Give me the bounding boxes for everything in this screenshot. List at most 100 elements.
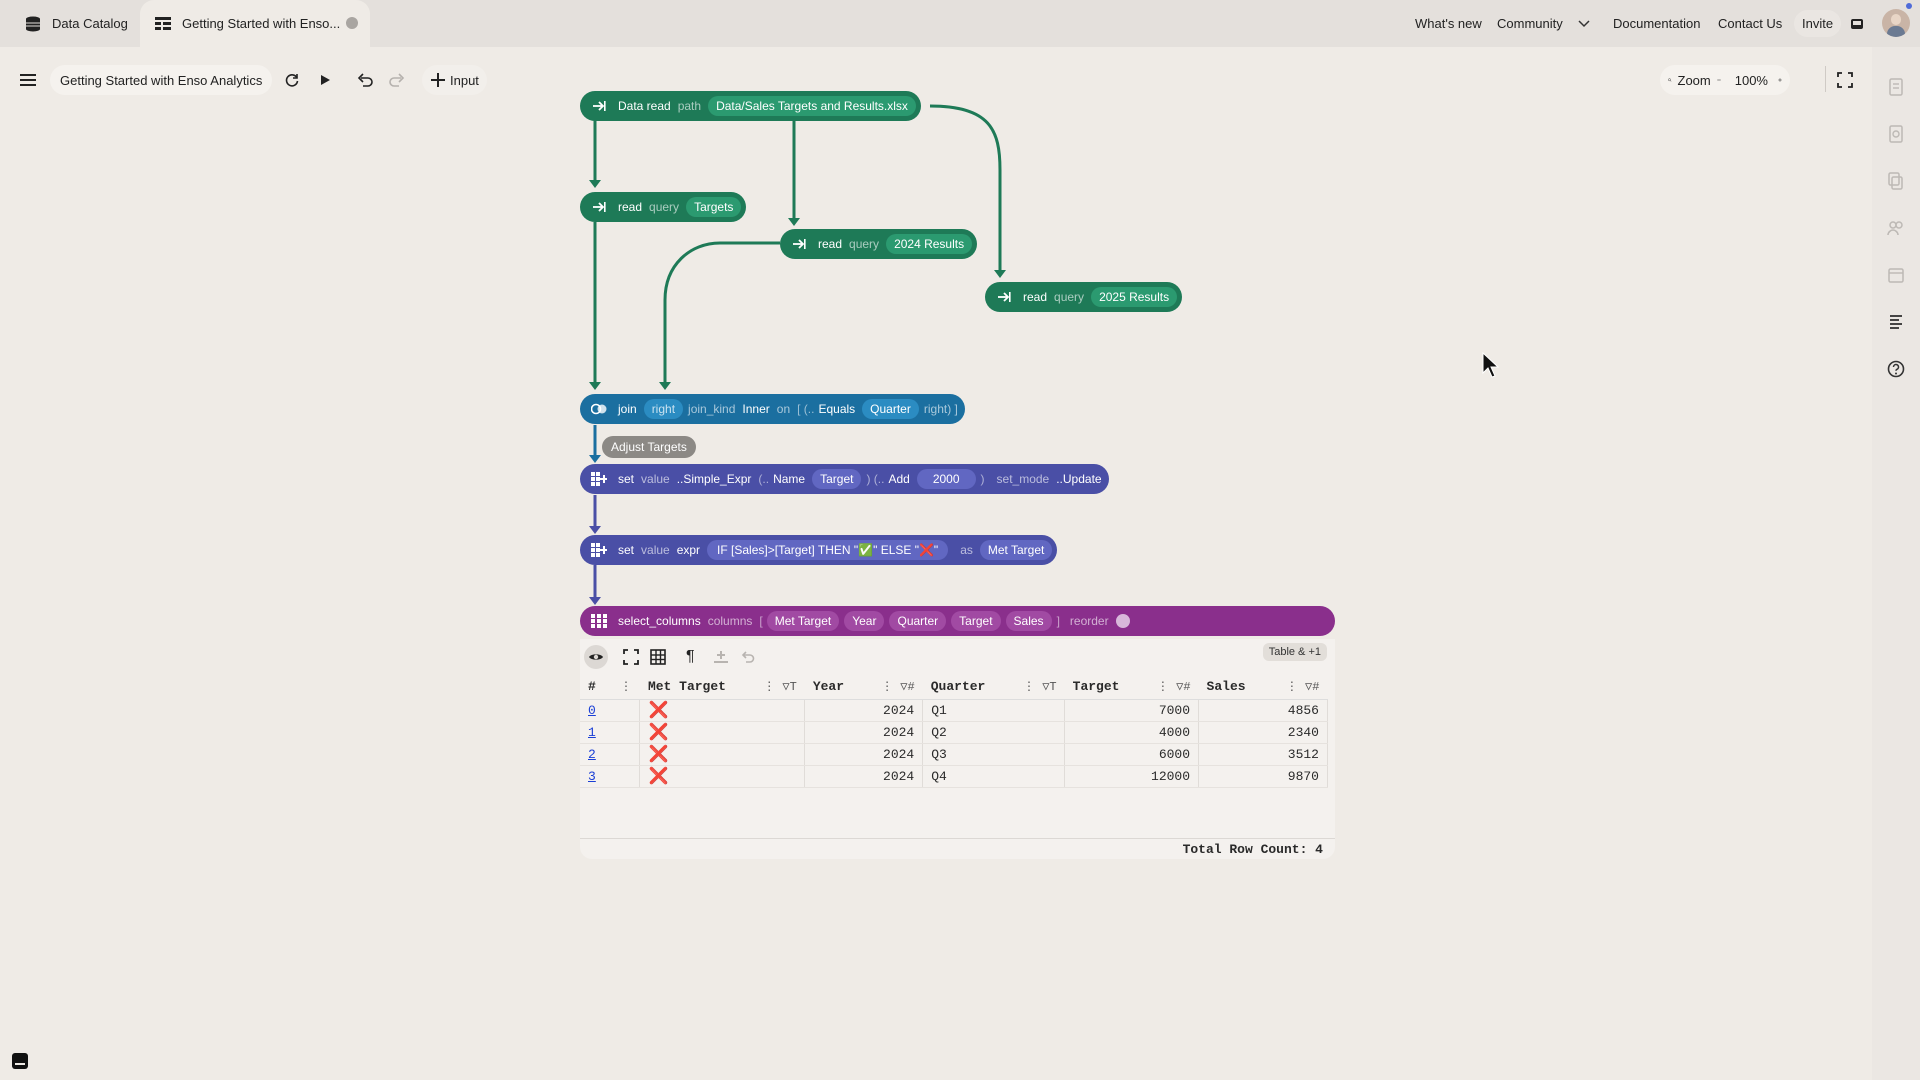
add-op[interactable]: Add <box>888 472 910 486</box>
pilcrow-icon[interactable]: ¶ <box>686 648 695 665</box>
right-arg[interactable]: right <box>643 399 684 419</box>
col-header-met-target[interactable]: Met Target⋮ ▽T <box>639 675 805 700</box>
document-icon[interactable] <box>1887 78 1905 96</box>
join-kind-value[interactable]: Inner <box>742 402 770 416</box>
undo-icon[interactable] <box>352 67 378 93</box>
users-icon[interactable] <box>1887 219 1905 237</box>
row-index-link[interactable]: 0 <box>588 702 596 718</box>
expr-type-value[interactable]: ..Simple_Expr <box>676 472 752 486</box>
calendar-icon[interactable] <box>1887 266 1905 284</box>
documentation-link[interactable]: Documentation <box>1613 0 1700 47</box>
community-link[interactable]: Community <box>1497 0 1591 47</box>
column-menu-icon[interactable]: ⋮ ▽T <box>763 680 797 695</box>
reset-icon[interactable] <box>740 649 756 670</box>
target-column[interactable]: Target <box>812 469 862 489</box>
cell-sales[interactable]: 9870 <box>1198 765 1328 788</box>
column-menu-icon[interactable]: ⋮ ▽# <box>1285 680 1320 695</box>
zoom-in-icon[interactable] <box>1778 72 1782 88</box>
play-icon[interactable] <box>312 67 338 93</box>
document-lines-icon[interactable] <box>1887 313 1905 331</box>
column-chip[interactable]: Met Target <box>766 611 840 631</box>
cell-year[interactable]: 2024 <box>804 743 924 766</box>
cell-target[interactable]: 6000 <box>1064 743 1200 766</box>
equals-value[interactable]: Equals <box>818 402 856 416</box>
cell-target[interactable]: 4000 <box>1064 721 1200 744</box>
fullscreen-icon[interactable] <box>1832 67 1858 93</box>
reorder-toggle[interactable] <box>1115 614 1130 628</box>
column-menu-icon[interactable]: ⋮ ▽T <box>1023 680 1057 695</box>
whats-new-link[interactable]: What's new <box>1415 0 1482 47</box>
project-name[interactable]: Getting Started with Enso Analytics <box>50 65 273 95</box>
file-search-icon[interactable] <box>1887 125 1905 143</box>
cell-target[interactable]: 7000 <box>1064 699 1200 722</box>
cell-quarter[interactable]: Q4 <box>922 765 1066 788</box>
query-value[interactable]: Targets <box>686 197 742 217</box>
help-icon[interactable] <box>1887 360 1905 378</box>
column-chip[interactable]: Quarter <box>889 611 947 631</box>
name-kw[interactable]: Name <box>773 472 806 486</box>
as-value[interactable]: Met Target <box>979 540 1053 560</box>
row-index-link[interactable]: 2 <box>588 746 596 762</box>
col-header-year[interactable]: Year⋮ ▽# <box>804 675 923 700</box>
row-index[interactable]: 1 <box>580 721 641 744</box>
cell-year[interactable]: 2024 <box>804 721 924 744</box>
cell-year[interactable]: 2024 <box>804 765 924 788</box>
cell-quarter[interactable]: Q1 <box>922 699 1066 722</box>
close-tab-icon[interactable] <box>346 17 358 29</box>
copy-icon[interactable] <box>1887 172 1905 190</box>
cell-year[interactable]: 2024 <box>804 699 924 722</box>
avatar[interactable] <box>1882 9 1910 37</box>
table-view-icon[interactable] <box>650 649 666 670</box>
column-menu-icon[interactable]: ⋮ ▽# <box>1156 680 1191 695</box>
row-index[interactable]: 0 <box>580 699 641 722</box>
column-menu-icon[interactable]: ⋮ ▽# <box>881 680 915 695</box>
invite-button[interactable]: Invite <box>1794 0 1842 47</box>
expand-icon[interactable] <box>623 649 639 670</box>
node-set-target[interactable]: set value ..Simple_Expr (.. Name Target … <box>580 464 1109 494</box>
column-chip[interactable]: Year <box>844 611 885 631</box>
add-input-button[interactable]: Input <box>422 65 487 95</box>
row-index[interactable]: 2 <box>580 743 641 766</box>
terminal-icon[interactable] <box>12 1053 28 1069</box>
eye-icon[interactable] <box>584 645 608 669</box>
quarter-value[interactable]: Quarter <box>862 399 919 419</box>
tab-project[interactable]: Getting Started with Enso... <box>140 0 370 47</box>
cell-met-target[interactable]: ❌ <box>639 699 806 722</box>
col-header-sales[interactable]: Sales⋮ ▽# <box>1198 675 1328 700</box>
column-menu-icon[interactable]: ⋮ <box>619 680 632 695</box>
column-chip[interactable]: Sales <box>1005 611 1052 631</box>
cell-sales[interactable]: 4856 <box>1198 699 1328 722</box>
node-comment[interactable]: Adjust Targets <box>602 436 696 458</box>
cell-sales[interactable]: 3512 <box>1198 743 1328 766</box>
add-row-icon[interactable] <box>713 649 729 670</box>
refresh-icon[interactable] <box>279 67 305 93</box>
number-value[interactable]: 2000 <box>916 469 976 489</box>
zoom-out-icon[interactable] <box>1716 72 1721 88</box>
node-read-2025[interactable]: read query 2025 Results <box>985 282 1183 312</box>
expression-value[interactable]: IF [Sales]>[Target] THEN "✅" ELSE "❌" <box>707 540 949 560</box>
inbox-icon[interactable] <box>1850 0 1864 47</box>
node-data-read[interactable]: Data read path Data/Sales Targets and Re… <box>580 91 921 121</box>
cell-met-target[interactable]: ❌ <box>639 765 806 788</box>
set-mode-value[interactable]: ..Update <box>1056 472 1102 486</box>
node-read-2024[interactable]: read query 2024 Results <box>780 229 978 259</box>
cell-met-target[interactable]: ❌ <box>639 743 806 766</box>
query-value[interactable]: 2024 Results <box>886 234 973 254</box>
redo-icon[interactable] <box>384 67 410 93</box>
node-set-met-target[interactable]: set value expr IF [Sales]>[Target] THEN … <box>580 535 1058 565</box>
menu-icon[interactable] <box>15 67 41 93</box>
cell-quarter[interactable]: Q2 <box>922 721 1066 744</box>
tab-data-catalog[interactable]: Data Catalog <box>10 0 142 47</box>
row-index-link[interactable]: 1 <box>588 724 596 740</box>
cell-target[interactable]: 12000 <box>1064 765 1200 788</box>
path-value[interactable]: Data/Sales Targets and Results.xlsx <box>708 96 916 116</box>
col-header-quarter[interactable]: Quarter⋮ ▽T <box>922 675 1065 700</box>
col-header-target[interactable]: Target⋮ ▽# <box>1064 675 1199 700</box>
cell-sales[interactable]: 2340 <box>1198 721 1328 744</box>
row-index-link[interactable]: 3 <box>588 768 596 784</box>
node-read-targets[interactable]: read query Targets <box>580 192 747 222</box>
node-select-columns[interactable]: select_columns columns [ Met Target Year… <box>580 606 1335 636</box>
cell-met-target[interactable]: ❌ <box>639 721 806 744</box>
contact-us-link[interactable]: Contact Us <box>1718 0 1782 47</box>
row-index[interactable]: 3 <box>580 765 641 788</box>
